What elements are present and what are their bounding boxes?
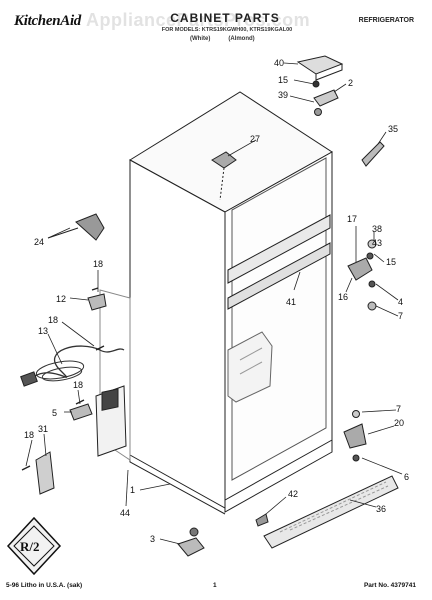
callout-24: 24 xyxy=(34,237,44,247)
callout-40: 40 xyxy=(274,58,284,68)
callout-18-c: 18 xyxy=(73,380,83,390)
divider-rail-lower xyxy=(227,242,331,310)
callout-18-a: 18 xyxy=(93,259,103,269)
power-cord xyxy=(29,345,125,381)
callout-17: 17 xyxy=(347,214,357,224)
footer-litho: 5-96 Litho in U.S.A. (sak) xyxy=(6,582,83,589)
callout-18-b: 18 xyxy=(48,315,58,325)
variant-almond: (Almond) xyxy=(228,36,255,42)
grille-clip xyxy=(255,513,269,527)
bottom-hinge xyxy=(343,423,367,449)
callout-27: 27 xyxy=(250,134,260,144)
cabinet-inner-opening xyxy=(231,157,327,481)
callout-2: 2 xyxy=(348,78,353,88)
bracket-12 xyxy=(87,293,107,311)
model-numbers: FOR MODELS: KTRS19KGWH00, KTRS19KGAL00 xyxy=(161,27,293,33)
side-cover xyxy=(35,451,55,495)
callout-7-mid: 7 xyxy=(398,311,403,321)
callout-18-d: 18 xyxy=(24,430,34,440)
page-title: CABINET PARTS xyxy=(170,11,280,25)
footer-part-number: Part No. 4379741 xyxy=(363,582,416,589)
handle-part xyxy=(361,141,385,167)
callout-15-mid: 15 xyxy=(386,257,396,267)
cabinet-left-side xyxy=(129,159,226,509)
callout-5: 5 xyxy=(52,408,57,418)
variant-white: (White) xyxy=(190,36,211,42)
callout-36: 36 xyxy=(376,504,386,514)
category-label: REFRIGERATOR xyxy=(358,17,414,24)
watermark: AppliancePartsPros.com xyxy=(86,10,311,30)
callout-31: 31 xyxy=(38,424,48,434)
callout-16: 16 xyxy=(338,292,348,302)
callout-7-low: 7 xyxy=(396,404,401,414)
callout-4: 4 xyxy=(398,297,403,307)
top-hinge-cover xyxy=(296,55,344,75)
callout-39: 39 xyxy=(278,90,288,100)
callout-1: 1 xyxy=(130,485,135,495)
callout-44: 44 xyxy=(120,508,130,518)
footer-page-number: 1 xyxy=(213,582,217,589)
divider-rail-upper xyxy=(227,214,331,284)
callout-43: 43 xyxy=(372,238,382,248)
top-plug xyxy=(211,151,237,169)
callout-6: 6 xyxy=(404,472,409,482)
bracket-5 xyxy=(69,403,93,421)
callout-38: 38 xyxy=(372,224,382,234)
callout-42: 42 xyxy=(288,489,298,499)
r2-logo-text: R/2 xyxy=(20,539,40,554)
callout-13: 13 xyxy=(38,326,48,336)
callout-15-top: 15 xyxy=(278,75,288,85)
brand-logo: KitchenAid xyxy=(14,13,82,29)
callout-20: 20 xyxy=(394,418,404,428)
callout-41: 41 xyxy=(286,297,296,307)
callout-35: 35 xyxy=(388,124,398,134)
callout-12: 12 xyxy=(56,294,66,304)
cabinet-base xyxy=(224,440,333,513)
middle-hinge xyxy=(347,257,373,281)
front-roller xyxy=(177,537,205,557)
callout-3: 3 xyxy=(150,534,155,544)
r2-logo xyxy=(6,516,62,576)
toe-grille xyxy=(263,475,399,549)
top-hinge xyxy=(313,89,339,107)
color-variants: (White) (Almond) xyxy=(190,36,273,42)
leveling-leg xyxy=(75,213,105,241)
